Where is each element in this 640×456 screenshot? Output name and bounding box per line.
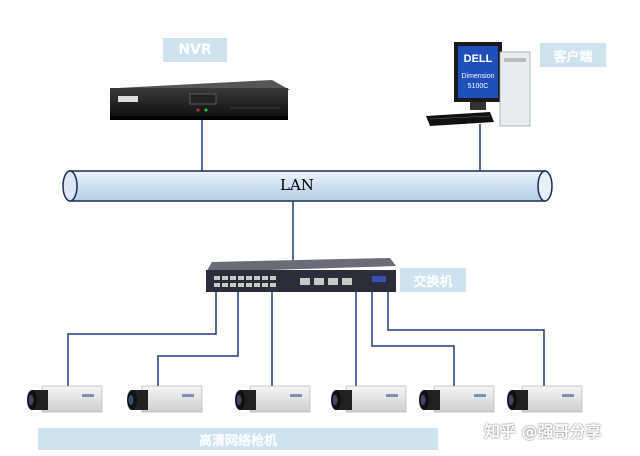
client-label: 客户端 (540, 43, 606, 67)
cameras-group (27, 385, 583, 413)
nvr-device-icon (110, 80, 290, 120)
switch-label: 交换机 (400, 268, 466, 292)
nvr-label: NVR (163, 38, 227, 62)
computer-icon (426, 42, 531, 127)
cameras-label: 高清网络枪机 (38, 428, 438, 450)
watermark: 知乎 @强哥分享 (484, 422, 602, 441)
camera-3-icon (235, 385, 311, 413)
camera-2-icon (127, 385, 203, 413)
lan-label: LAN (280, 176, 314, 194)
camera-5-icon (419, 385, 495, 413)
wire-camera-6 (387, 292, 545, 390)
switch-icon (206, 258, 396, 292)
wire-camera-1 (67, 292, 217, 390)
wire-camera-2 (157, 292, 239, 390)
camera-1-icon (27, 385, 103, 413)
camera-4-icon (331, 385, 407, 413)
wire-camera-5 (371, 292, 455, 390)
lan-pipe (62, 170, 553, 202)
camera-wires (67, 292, 545, 390)
camera-6-icon (507, 385, 583, 413)
